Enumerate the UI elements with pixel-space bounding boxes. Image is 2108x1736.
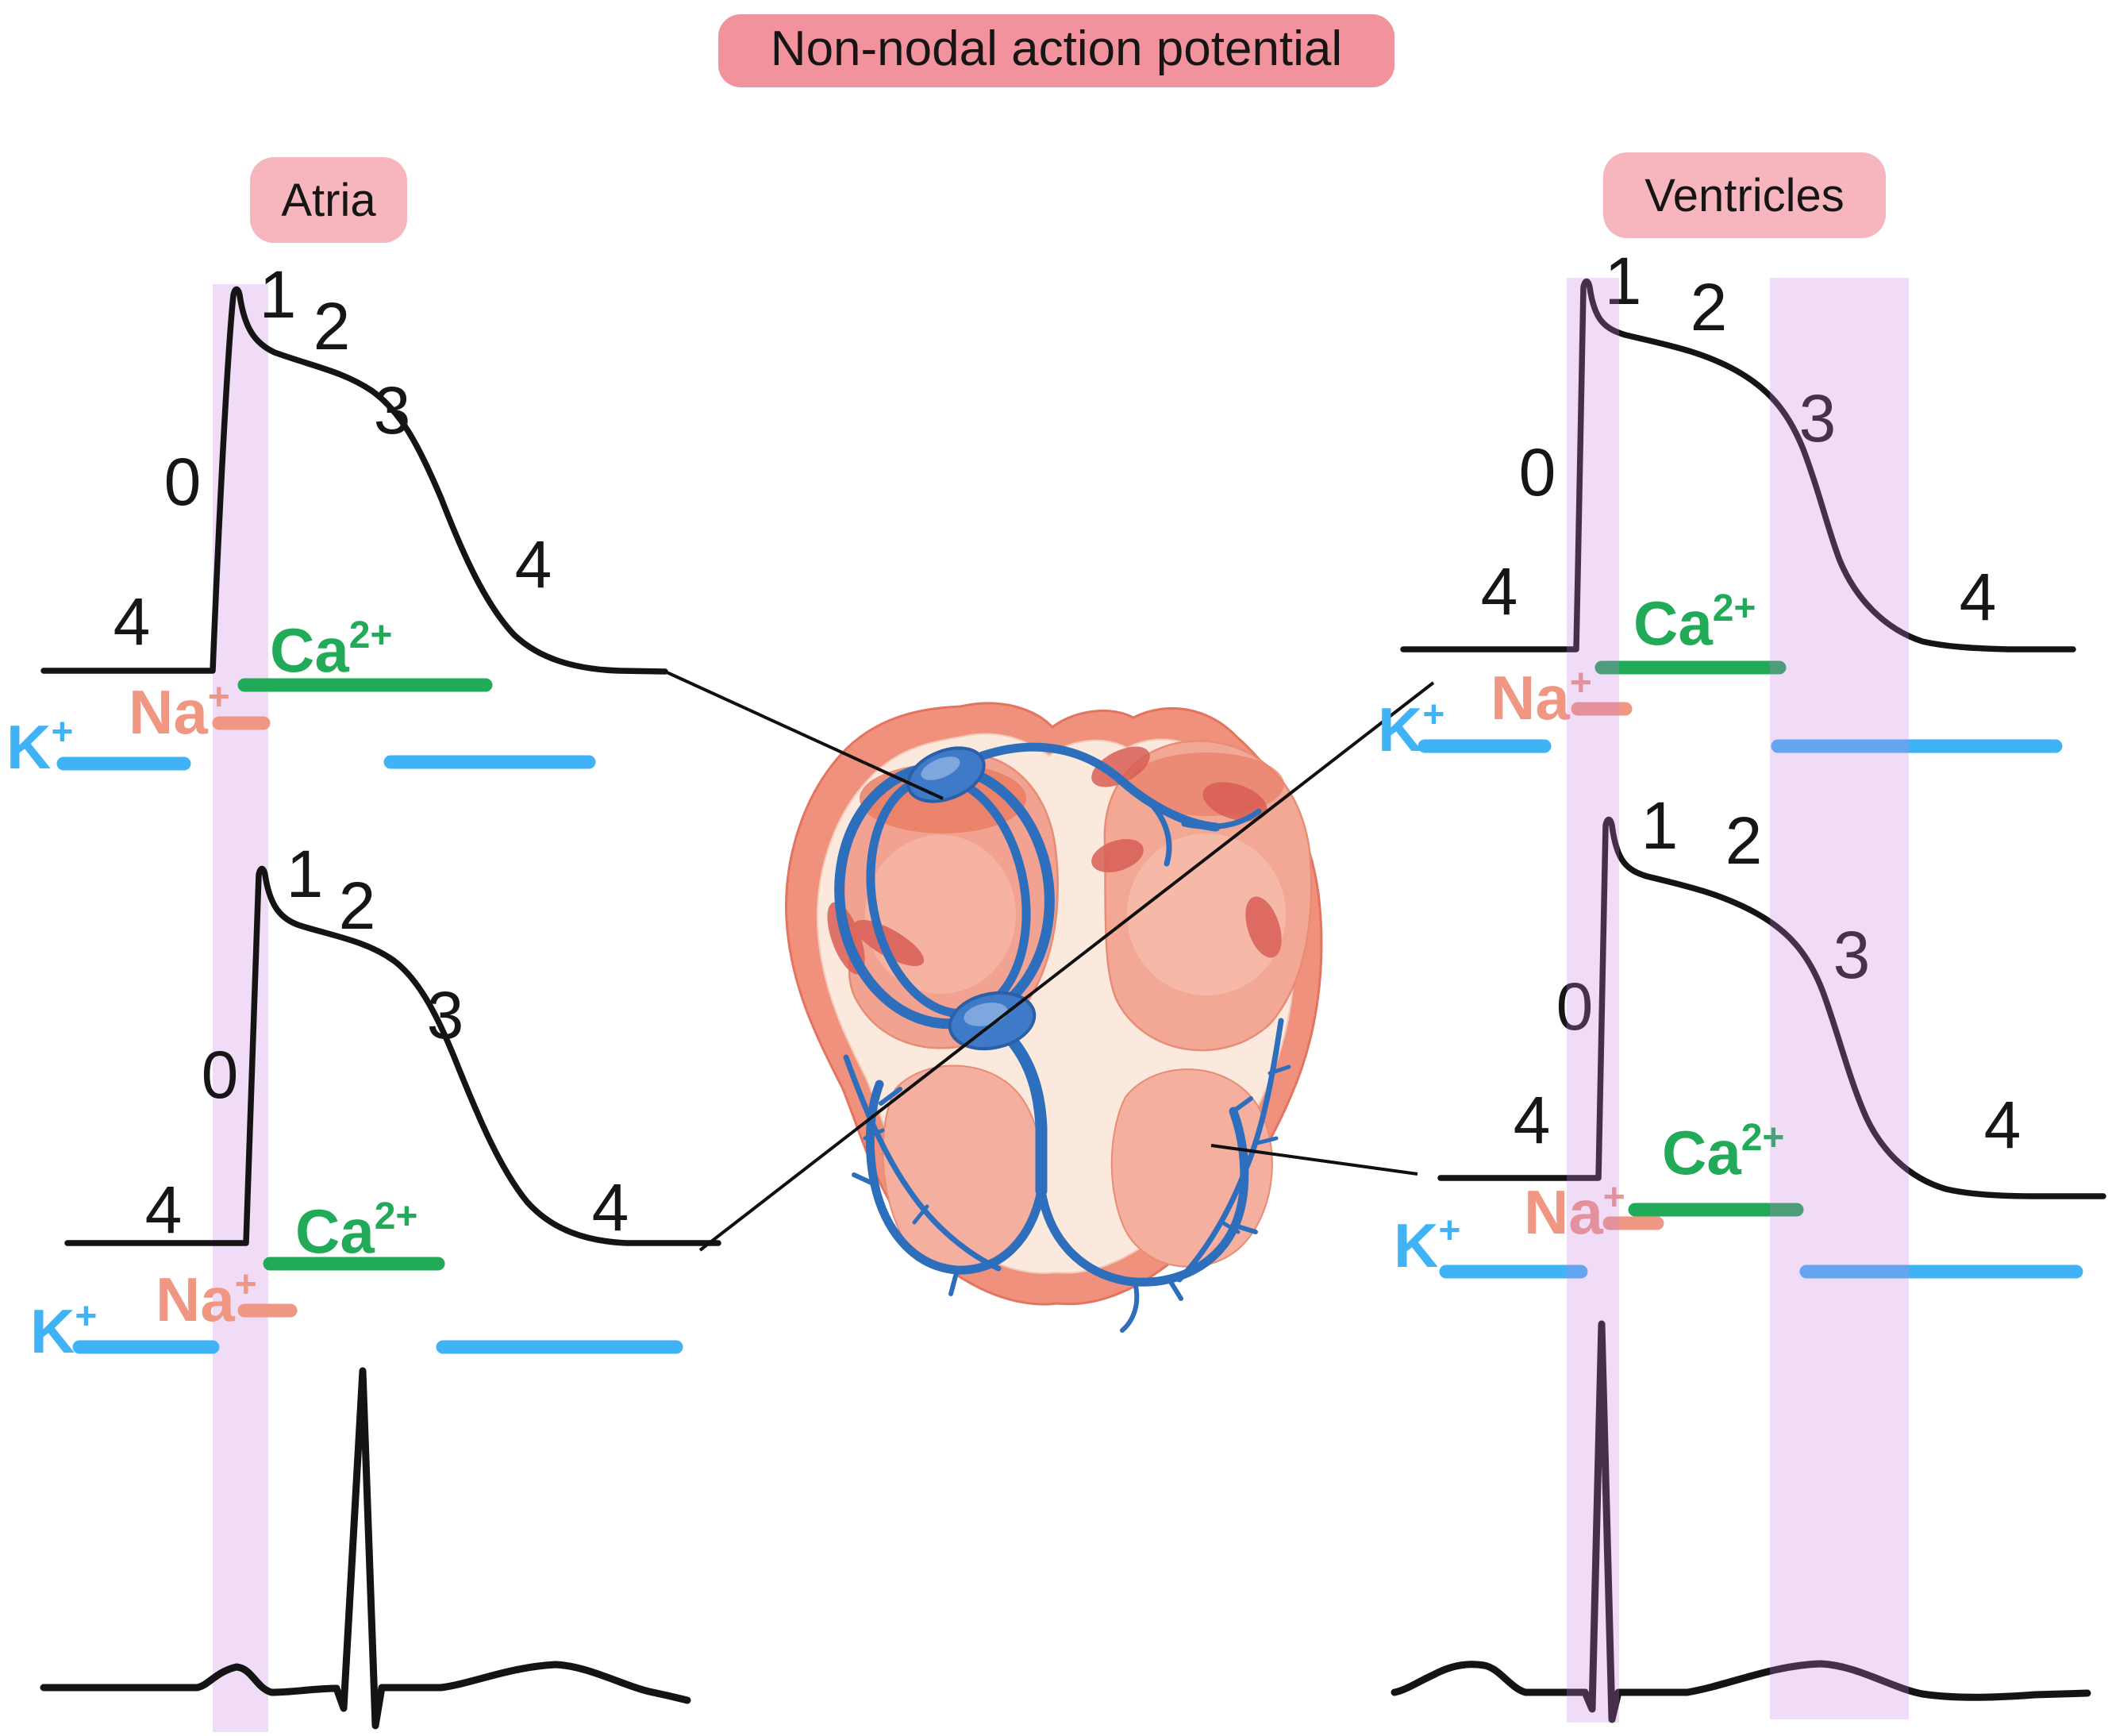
atrial-action-potential-2: 0 1 2 3 4 4 Ca2+ Na+ K+ (30, 837, 721, 1366)
action-potential-curve (1400, 278, 2076, 652)
ventricular-depolarization-band (1567, 278, 1619, 1723)
calcium-symbol: Ca (295, 1196, 375, 1266)
phase-0-label: 0 (1556, 969, 1594, 1044)
potassium-label: K+ (6, 711, 73, 782)
purkinje-twigs (852, 1087, 1258, 1333)
bachmann-bundle (978, 742, 1221, 832)
phase-3-label: 3 (374, 373, 411, 448)
title-badge: Non-nodal action potential (718, 14, 1394, 87)
calcium-charge: 2+ (1713, 587, 1756, 629)
calcium-charge: 2+ (375, 1195, 418, 1238)
connector-ventricle-wall-to-curve2 (1210, 1144, 1418, 1176)
atrial-action-potential-1: 0 1 2 3 4 4 Ca2+ Na+ K+ (6, 257, 668, 782)
calcium-charge: 2+ (1741, 1117, 1785, 1159)
phase-2-label: 2 (1725, 803, 1763, 878)
ventricular-ecg-trace (1391, 1320, 2091, 1723)
phase-2-label: 2 (1691, 270, 1728, 345)
phase-4-left-label: 4 (1514, 1083, 1551, 1157)
potassium-charge: + (75, 1295, 97, 1338)
phase-0-label: 0 (202, 1037, 239, 1112)
action-potential-curve (64, 865, 721, 1246)
sodium-charge: + (208, 676, 230, 718)
sodium-label: Na+ (156, 1264, 257, 1334)
heart-illustration (785, 702, 1323, 1333)
calcium-charge: 2+ (349, 614, 393, 656)
bundle-of-his (1006, 1035, 1048, 1197)
title-badge-bg (718, 14, 1394, 87)
phase-3-label: 3 (1833, 918, 1871, 992)
left-atrium-inner-light (1127, 833, 1286, 995)
phase-4-left-label: 4 (1481, 554, 1518, 629)
calcium-symbol: Ca (1633, 588, 1713, 658)
phase-1-label: 1 (287, 837, 324, 911)
connector-atria-curve1-to-sa-node (664, 670, 944, 800)
calcium-label: Ca2+ (270, 614, 392, 685)
potassium-symbol: K (1394, 1211, 1438, 1280)
action-potential-curve (40, 286, 668, 675)
atrial-muscle-ovals (827, 746, 1282, 975)
calcium-label: Ca2+ (1633, 587, 1756, 658)
page-title: Non-nodal action potential (771, 21, 1342, 76)
ventricles-label: Ventricles (1644, 170, 1844, 221)
sodium-label: Na+ (1524, 1176, 1625, 1247)
atria-badge: Atria (250, 157, 407, 243)
calcium-symbol: Ca (1662, 1118, 1741, 1187)
ventricular-action-potential-2: 0 1 2 3 4 4 Ca2+ Na+ K+ (1394, 788, 2106, 1280)
phase-4-left-label: 4 (113, 584, 151, 659)
potassium-symbol: K (1378, 695, 1422, 764)
potassium-symbol: K (30, 1296, 75, 1366)
phase-4-left-label: 4 (145, 1172, 183, 1247)
sodium-charge: + (235, 1264, 257, 1306)
potassium-label: K+ (1394, 1210, 1460, 1280)
atrial-ecg-trace (40, 1367, 691, 1730)
action-potential-curve (1437, 816, 2106, 1199)
sodium-symbol: Na (1524, 1177, 1603, 1247)
bachmann-twig-2 (1181, 808, 1262, 830)
phase-1-label: 1 (260, 257, 297, 332)
phase-1-label: 1 (1605, 244, 1642, 318)
potassium-charge: + (1438, 1210, 1460, 1252)
ventricular-wall-veins (843, 1018, 1291, 1283)
conduction-system (834, 742, 1291, 1333)
ventricular-action-potential-1: 0 1 2 3 4 4 Ca2+ Na+ K+ (1378, 244, 2076, 764)
phase-4-right-label: 4 (515, 527, 552, 602)
phase-4-right-label: 4 (1984, 1087, 2021, 1162)
bachmann-twig-1 (1144, 797, 1172, 867)
atria-label: Atria (281, 175, 376, 226)
calcium-label: Ca2+ (295, 1195, 417, 1266)
ventricles-badge: Ventricles (1603, 152, 1886, 238)
phase-2-label: 2 (314, 289, 351, 364)
sodium-symbol: Na (1491, 663, 1570, 733)
sodium-charge: + (1570, 662, 1592, 704)
sodium-label: Na+ (129, 676, 230, 747)
atria-badge-bg (250, 157, 407, 243)
sodium-symbol: Na (156, 1264, 235, 1334)
phase-0-label: 0 (164, 445, 202, 519)
phase-3-label: 3 (427, 978, 464, 1053)
calcium-label: Ca2+ (1662, 1117, 1784, 1187)
right-atrium-inner-light (865, 835, 1016, 994)
potassium-label: K+ (30, 1295, 97, 1366)
phase-4-right-label: 4 (1960, 560, 1997, 634)
phase-1-label: 1 (1641, 788, 1679, 863)
sodium-label: Na+ (1491, 662, 1592, 733)
ventricles-badge-bg (1603, 152, 1886, 238)
ventricular-repolarization-band (1770, 278, 1909, 1719)
sodium-symbol: Na (129, 677, 208, 747)
calcium-symbol: Ca (270, 615, 349, 685)
phase-3-label: 3 (1799, 381, 1837, 456)
potassium-label: K+ (1378, 694, 1444, 764)
potassium-charge: + (1422, 694, 1444, 736)
sodium-charge: + (1603, 1176, 1625, 1218)
potassium-charge: + (51, 711, 73, 753)
phase-0-label: 0 (1519, 435, 1556, 510)
potassium-symbol: K (6, 712, 51, 782)
connector-atria-curve2-to-ventricles-curve1 (698, 681, 1435, 1252)
phase-2-label: 2 (339, 868, 376, 943)
sa-node-highlight (921, 756, 960, 780)
phase-4-right-label: 4 (592, 1170, 629, 1245)
